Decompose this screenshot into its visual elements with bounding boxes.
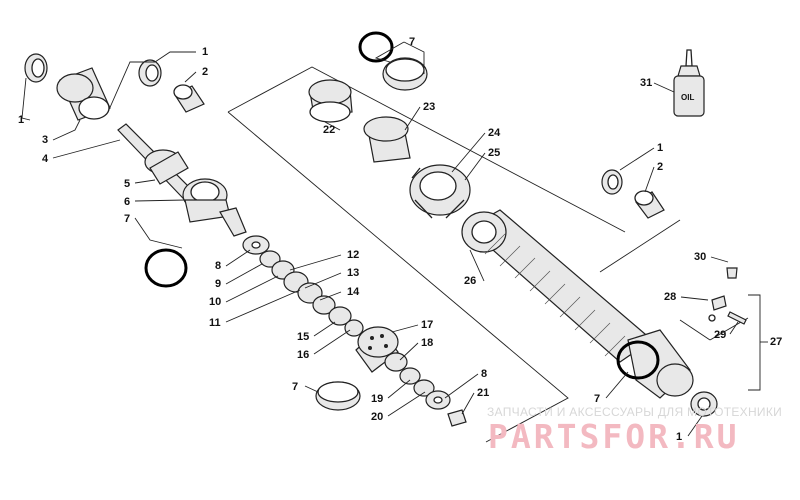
callout-c9: 9 [215, 278, 221, 290]
callout-c30: 30 [694, 251, 706, 263]
spring-26 [461, 209, 653, 363]
callout-c2a: 2 [202, 66, 208, 78]
callout-c13: 13 [347, 267, 359, 279]
spacer-2-right [634, 190, 665, 219]
callout-c25: 25 [488, 147, 500, 159]
reservoir-cap-22 [308, 79, 353, 123]
watermark-brand: PARTSFOR.RU [488, 417, 740, 456]
callout-c23: 23 [423, 101, 435, 113]
callout-c24: 24 [488, 127, 501, 139]
bushing-1-right [601, 169, 623, 195]
spacer-2-top [173, 84, 205, 113]
callout-c16: 16 [297, 349, 309, 361]
o-ring-7-left [144, 248, 188, 288]
callout-c1d: 1 [676, 431, 682, 443]
callout-c3: 3 [42, 134, 48, 146]
callout-c14: 14 [347, 286, 360, 298]
callout-c22: 22 [323, 124, 335, 136]
callout-c7d: 7 [594, 393, 600, 405]
lower-washers [384, 352, 467, 427]
callout-c20: 20 [371, 411, 383, 423]
o-ring-7-top [358, 31, 394, 63]
callout-c21: 21 [477, 387, 489, 399]
spring-adjuster-24 [409, 164, 471, 219]
band-7-top [382, 57, 428, 91]
callout-c26: 26 [464, 275, 476, 287]
callout-c1b: 1 [202, 46, 208, 58]
exploded-view-frame [227, 66, 681, 443]
callout-c1c: 1 [657, 142, 663, 154]
callout-c18: 18 [421, 337, 433, 349]
callout-c27: 27 [770, 336, 782, 348]
callout-c10: 10 [209, 296, 221, 308]
piston-17 [355, 326, 399, 373]
callout-c6: 6 [124, 196, 130, 208]
watermark-tagline: ЗАПЧАСТИ И АКСЕССУАРЫ ДЛЯ МОТОТЕХНИКИ [487, 405, 783, 419]
callout-c17: 17 [421, 319, 433, 331]
callout-c15: 15 [297, 331, 309, 343]
callout-c11: 11 [209, 317, 221, 329]
valve-27-group [679, 267, 768, 391]
callout-c1a: 1 [18, 114, 24, 126]
callout-c5: 5 [124, 178, 130, 190]
callout-c8b: 8 [481, 368, 487, 380]
sleeve-3 [56, 67, 111, 121]
callout-c4: 4 [42, 153, 49, 165]
callout-c7c: 7 [409, 36, 415, 48]
shaft-seal-head-6 [182, 178, 247, 237]
shock-body [627, 329, 694, 399]
callout-c28: 28 [664, 291, 676, 303]
oil-bottle-31: OIL [673, 49, 705, 117]
callout-c7b: 7 [292, 381, 298, 393]
callout-c8a: 8 [215, 260, 221, 272]
callout-c31: 31 [640, 77, 652, 89]
bushing-23 [363, 116, 411, 163]
callout-c7a: 7 [124, 213, 130, 225]
callout-c2b: 2 [657, 161, 663, 173]
leader-lines [21, 41, 739, 437]
band-7-lower [315, 381, 361, 411]
callout-c19: 19 [371, 393, 383, 405]
bushing-1-left [24, 53, 48, 83]
callout-numbers: 1341256789101112131415161718719208217222… [18, 36, 782, 443]
bushing-1-bottom [690, 391, 718, 417]
o-ring-7-right [616, 340, 660, 380]
oil-label: OIL [681, 93, 694, 102]
callout-c12: 12 [347, 249, 359, 261]
valve-stack [242, 235, 364, 337]
bushing-1-top [138, 59, 162, 87]
callout-c29: 29 [714, 329, 726, 341]
